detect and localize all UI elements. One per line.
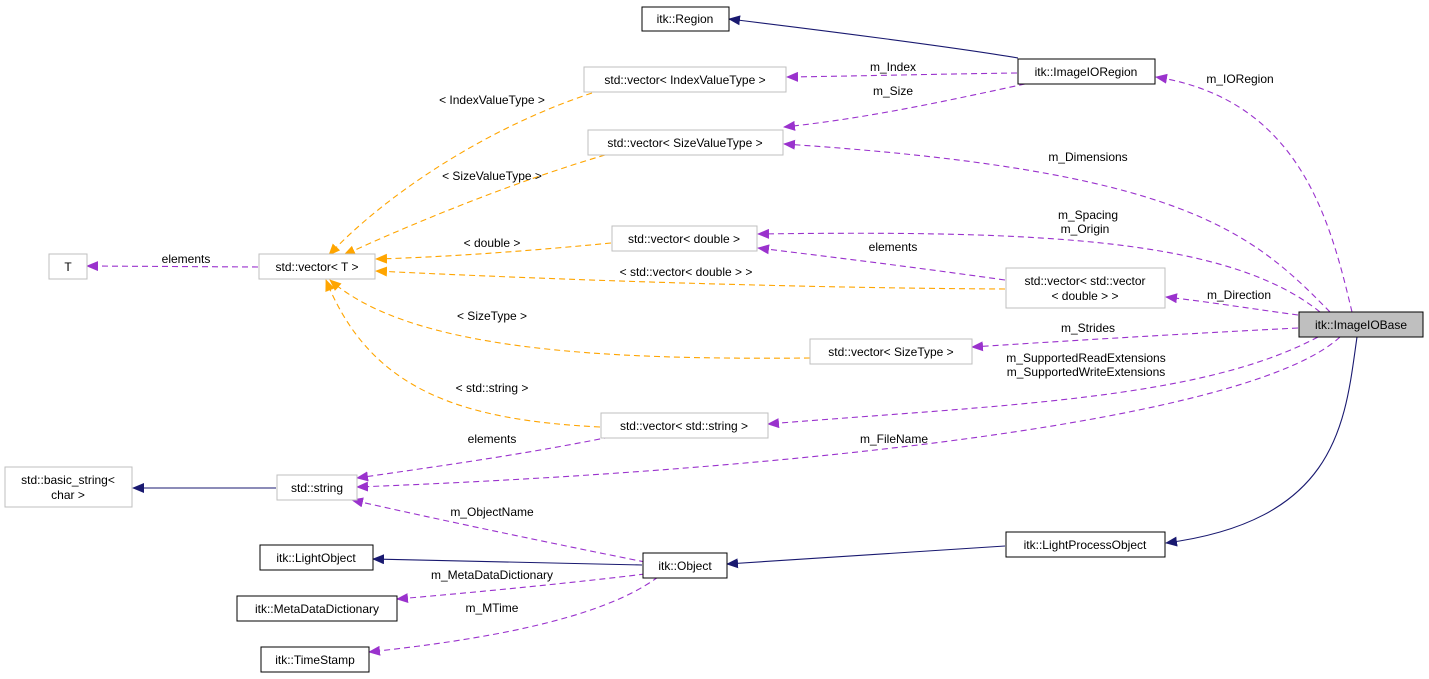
svg-text:itk::ImageIORegion: itk::ImageIORegion	[1035, 65, 1138, 79]
label-tpl-vecdouble: < std::vector< double > >	[620, 265, 753, 279]
edge-vecstring-to-stdstring	[356, 436, 611, 482]
svg-text:itk::MetaDataDictionary: itk::MetaDataDictionary	[255, 602, 379, 616]
svg-text:itk::Object: itk::Object	[658, 559, 712, 573]
label-m-index: m_Index	[870, 60, 916, 74]
edge-vecindex-to-vect	[328, 92, 593, 256]
node-vec-sizevaluetype[interactable]: std::vector< SizeValueType >	[587, 129, 784, 156]
svg-text:T: T	[64, 260, 72, 274]
label-m-strides: m_Strides	[1061, 321, 1115, 335]
node-itk-region[interactable]: itk::Region	[641, 6, 730, 32]
node-itk-metadatadictionary[interactable]: itk::MetaDataDictionary	[236, 595, 398, 622]
node-itk-imageiobase[interactable]: itk::ImageIOBase	[1298, 311, 1424, 338]
node-vec-string[interactable]: std::vector< std::string >	[600, 412, 769, 439]
edge-imageioregion-to-vecsize	[783, 83, 1026, 131]
label-m-spacing: m_Spacing	[1058, 208, 1118, 222]
node-itk-lightprocessobject[interactable]: itk::LightProcessObject	[1005, 531, 1166, 558]
svg-text:std::vector< SizeValueType >: std::vector< SizeValueType >	[607, 136, 762, 150]
label-m-origin: m_Origin	[1061, 222, 1110, 236]
svg-text:std::vector< std::vector: std::vector< std::vector	[1024, 274, 1145, 288]
label-tpl-index: < IndexValueType >	[439, 93, 545, 107]
edge-object-to-timestamp	[368, 576, 659, 656]
svg-text:itk::ImageIOBase: itk::ImageIOBase	[1315, 318, 1407, 332]
edge-imageiobase-to-vecstring	[767, 336, 1319, 429]
label-m-ioregion: m_IORegion	[1206, 72, 1273, 86]
label-m-size: m_Size	[873, 84, 913, 98]
node-vec-sizetype[interactable]: std::vector< SizeType >	[809, 338, 973, 365]
node-itk-imageioregion[interactable]: itk::ImageIORegion	[1017, 58, 1156, 85]
label-elements-t: elements	[162, 252, 211, 266]
edge-imageiobase-to-vecsizetype	[971, 327, 1299, 352]
node-itk-lightobject[interactable]: itk::LightObject	[259, 544, 374, 571]
edge-vecvecdouble-to-vecdouble	[757, 244, 1006, 281]
node-std-string[interactable]: std::string	[276, 474, 358, 501]
edge-imageiobase-to-vecvecdouble	[1165, 293, 1299, 316]
label-tpl-string: < std::string >	[456, 381, 529, 395]
label-tpl-sizetype: < SizeType >	[457, 309, 527, 323]
edge-vecsize-to-vect	[343, 154, 606, 256]
svg-text:std::vector< double >: std::vector< double >	[628, 232, 740, 246]
svg-text:itk::Region: itk::Region	[657, 12, 714, 26]
svg-text:< double > >: < double > >	[1051, 289, 1118, 303]
svg-text:char >: char >	[51, 488, 85, 502]
node-t[interactable]: T	[48, 253, 88, 280]
label-tpl-double: < double >	[464, 236, 521, 250]
svg-text:itk::TimeStamp: itk::TimeStamp	[275, 653, 355, 667]
svg-text:std::vector< std::string >: std::vector< std::string >	[620, 419, 748, 433]
label-m-supportedwrite: m_SupportedWriteExtensions	[1007, 365, 1166, 379]
node-itk-object[interactable]: itk::Object	[642, 552, 728, 579]
svg-text:std::vector< T >: std::vector< T >	[276, 260, 359, 274]
node-vec-t[interactable]: std::vector< T >	[258, 253, 376, 280]
edge-imageioregion-to-vecindex	[786, 71, 1018, 82]
label-m-filename: m_FileName	[860, 432, 928, 446]
label-tpl-size: < SizeValueType >	[442, 169, 542, 183]
svg-text:std::vector< SizeType >: std::vector< SizeType >	[828, 345, 953, 359]
node-vec-vec-double[interactable]: std::vector< std::vector < double > >	[1005, 267, 1166, 309]
label-elements-str: elements	[468, 432, 517, 446]
edge-lightprocessobject-to-object	[726, 545, 1006, 569]
node-basic-string[interactable]: std::basic_string< char >	[4, 466, 133, 508]
svg-text:std::vector< IndexValueType >: std::vector< IndexValueType >	[604, 73, 765, 87]
node-vec-double[interactable]: std::vector< double >	[611, 225, 758, 252]
edge-imageiobase-to-stdstring	[356, 336, 1341, 492]
edge-object-to-stdstring	[351, 497, 646, 563]
node-vec-indexvaluetype[interactable]: std::vector< IndexValueType >	[583, 66, 787, 93]
label-m-objectname: m_ObjectName	[450, 505, 534, 519]
edge-object-to-lightobject	[372, 554, 643, 566]
edge-imageioregion-to-region	[728, 15, 1019, 59]
svg-text:std::basic_string<: std::basic_string<	[21, 473, 115, 487]
edge-vecvecdouble-to-vect	[375, 266, 1006, 290]
label-m-mtime: m_MTime	[466, 601, 519, 615]
label-m-supportedread: m_SupportedReadExtensions	[1006, 351, 1165, 365]
node-itk-timestamp[interactable]: itk::TimeStamp	[260, 646, 370, 673]
label-elements-vv: elements	[869, 240, 918, 254]
label-m-metadatadictionary: m_MetaDataDictionary	[431, 568, 553, 582]
svg-text:itk::LightProcessObject: itk::LightProcessObject	[1024, 538, 1147, 552]
edge-imageiobase-to-imageioregion	[1155, 73, 1353, 313]
label-m-direction: m_Direction	[1207, 288, 1271, 302]
edge-imageiobase-to-lightprocessobject	[1165, 336, 1358, 547]
svg-text:std::string: std::string	[291, 481, 343, 495]
edge-vecstring-to-vect	[325, 279, 601, 428]
svg-text:itk::LightObject: itk::LightObject	[276, 551, 356, 565]
edge-imageiobase-to-vecdouble	[757, 228, 1321, 313]
label-m-dimensions: m_Dimensions	[1048, 150, 1127, 164]
edge-vecsizetype-to-vect	[329, 279, 811, 359]
edge-vect-to-t	[86, 261, 259, 272]
